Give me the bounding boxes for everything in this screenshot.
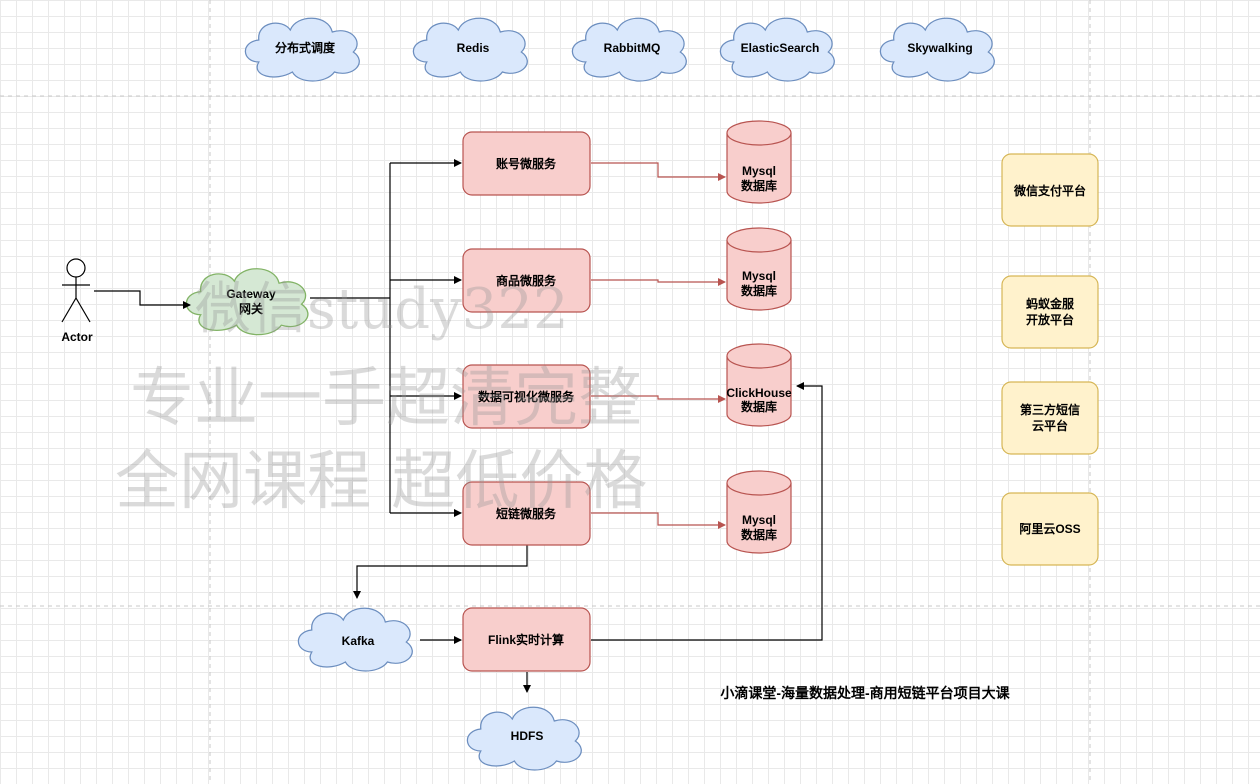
platforms: 微信支付平台 蚂蚁金服 开放平台 第三方短信 云平台 阿里云OSS — [1001, 153, 1099, 566]
service-box-visualization — [462, 364, 591, 429]
gateway-label-line2: 网关 — [239, 301, 263, 316]
service-box-product — [462, 248, 591, 313]
service-box-account — [462, 131, 591, 196]
watermark-line-2: 专业一手超清完整 — [130, 362, 642, 436]
kafka-label: Kafka — [342, 634, 375, 648]
cloud-label-skywalking: Skywalking — [907, 41, 972, 55]
flink-box — [462, 607, 591, 672]
watermark-line-1: 微信study322 — [195, 277, 569, 342]
platform-label-sms-1: 第三方短信 — [1020, 402, 1080, 417]
cloud-label-elasticsearch: ElasticSearch — [741, 41, 820, 55]
db-label-shortlink-1: Mysql — [742, 513, 776, 527]
db-label-account-1: Mysql — [742, 164, 776, 178]
actor-figure — [61, 258, 91, 323]
cloud-label-redis: Redis — [457, 41, 490, 55]
platform-box-ant-financial — [1001, 275, 1099, 349]
platform-box-wechat-pay — [1001, 153, 1099, 227]
actor-label: Actor — [61, 330, 93, 344]
connectors — [94, 159, 823, 693]
cloud-label-rabbitmq: RabbitMQ — [604, 41, 661, 55]
platform-box-sms — [1001, 381, 1099, 455]
platform-box-oss — [1001, 492, 1099, 566]
cloud-label-scheduler: 分布式调度 — [275, 40, 336, 55]
db-connectors — [591, 162, 726, 529]
platform-label-oss: 阿里云OSS — [1019, 521, 1080, 536]
db-cylinder-product — [726, 227, 792, 311]
db-label-product-1: Mysql — [742, 269, 776, 283]
platform-label-ant-financial-2: 开放平台 — [1026, 312, 1074, 327]
service-label-shortlink: 短链微服务 — [496, 506, 557, 521]
service-label-product: 商品微服务 — [496, 273, 557, 288]
db-label-account-2: 数据库 — [741, 178, 777, 193]
db-cylinder-shortlink — [726, 470, 792, 554]
db-label-clickhouse-2: 数据库 — [741, 399, 777, 414]
platform-label-ant-financial-1: 蚂蚁金服 — [1026, 296, 1075, 311]
service-label-account: 账号微服务 — [496, 156, 557, 171]
diagram-caption: 小滴课堂-海量数据处理-商用短链平台项目大课 — [720, 685, 1010, 701]
watermark: 微信study322 专业一手超清完整 全网课程 超低价格 — [115, 277, 647, 519]
service-box-shortlink — [462, 481, 591, 546]
db-label-product-2: 数据库 — [741, 283, 777, 298]
db-label-clickhouse-1: ClickHouse — [726, 386, 792, 400]
gateway-label-line1: Gateway — [226, 287, 276, 301]
platform-label-sms-2: 云平台 — [1032, 418, 1068, 433]
db-label-shortlink-2: 数据库 — [741, 527, 777, 542]
db-cylinder-clickhouse — [726, 343, 792, 427]
db-cylinder-account — [726, 120, 792, 204]
flink-label: Flink实时计算 — [488, 632, 564, 647]
databases: Mysql 数据库 Mysql 数据库 ClickHouse 数据库 Mysql… — [726, 120, 792, 554]
platform-label-wechat-pay: 微信支付平台 — [1013, 183, 1086, 198]
top-clouds: 分布式调度 Redis RabbitMQ ElasticSearch Skywa… — [244, 17, 995, 82]
services: 账号微服务 商品微服务 数据可视化微服务 短链微服务 — [462, 131, 591, 546]
watermark-line-3: 全网课程 超低价格 — [115, 445, 647, 519]
service-label-visualization: 数据可视化微服务 — [478, 389, 575, 404]
hdfs-label: HDFS — [511, 729, 544, 743]
